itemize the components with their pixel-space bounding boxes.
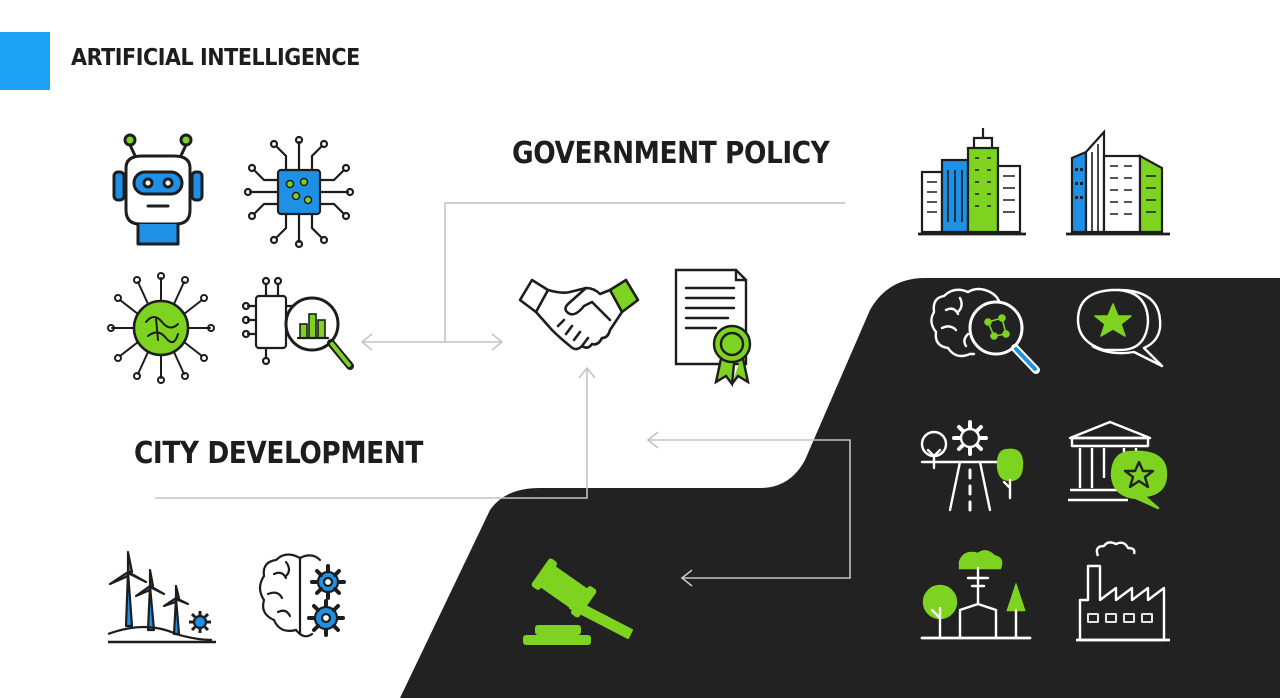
smart-road-icon [918, 418, 1030, 514]
arrowhead-left-bottom [680, 569, 693, 587]
connector-city-line [155, 368, 588, 499]
connector-return-line [648, 439, 851, 579]
connector-policy-line [444, 202, 845, 342]
skyscrapers-icon [1066, 128, 1172, 238]
robot-head-icon [108, 132, 208, 250]
handshake-icon [518, 276, 640, 356]
accent-square [0, 32, 50, 90]
arrowhead-left-top [646, 431, 659, 449]
arrowhead-up [578, 366, 596, 379]
heading-government-policy: GOVERNMENT POLICY [512, 136, 830, 171]
rating-speech-bubble-icon [1074, 286, 1166, 370]
factory-icon [1074, 540, 1174, 644]
brain-search-icon [928, 284, 1044, 374]
heading-city-development: CITY DEVELOPMENT [134, 436, 423, 471]
circuit-chip-icon [243, 135, 355, 249]
park-trees-icon [920, 548, 1032, 642]
neural-network-icon [107, 272, 215, 384]
data-analysis-magnifier-icon [241, 276, 358, 378]
certificate-icon [672, 268, 758, 390]
arrowhead-left [360, 333, 373, 351]
gavel-icon [518, 558, 642, 646]
government-building-icon [1066, 418, 1170, 510]
city-buildings-icon [918, 126, 1028, 238]
wind-turbines-icon [106, 550, 218, 646]
arrowhead-right [491, 333, 504, 351]
brain-gears-icon [256, 550, 356, 644]
heading-artificial-intelligence: ARTIFICIAL INTELLIGENCE [71, 45, 360, 71]
